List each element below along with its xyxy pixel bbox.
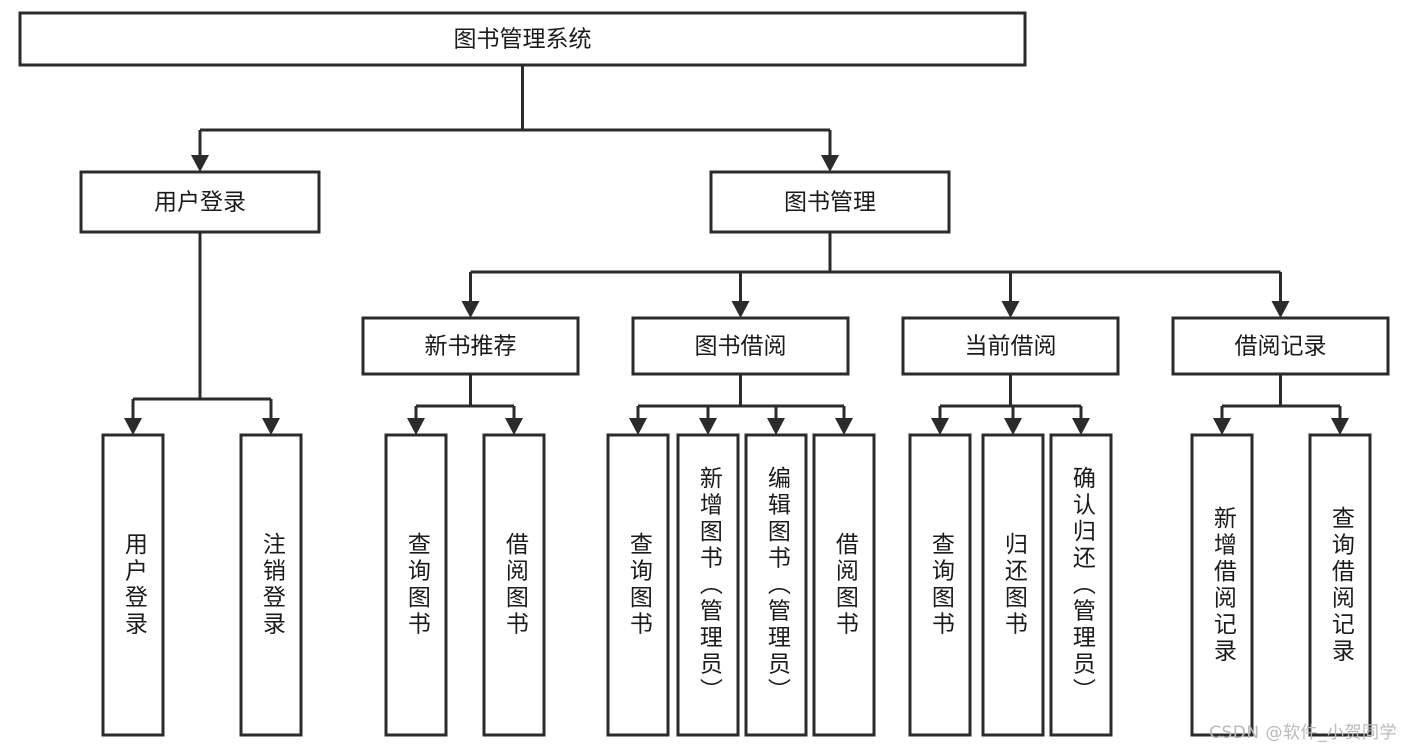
node-box-leaf-add-record[interactable]	[1190, 433, 1254, 737]
node-box-leaf-borrow-book-2[interactable]	[812, 433, 876, 737]
arrow-head	[699, 418, 717, 435]
arrow-head	[767, 418, 785, 435]
node-label-borrow-record: 借阅记录	[1235, 334, 1327, 360]
node-current-borrow[interactable]: 当前借阅	[901, 316, 1120, 376]
arrow-head	[629, 418, 647, 435]
node-label-new-book-recommend: 新书推荐	[425, 334, 517, 360]
node-borrow-record[interactable]: 借阅记录	[1171, 316, 1390, 376]
arrow-head	[931, 418, 949, 435]
arrow-head	[1004, 418, 1022, 435]
arrow-head	[1001, 301, 1020, 318]
node-box-leaf-edit-book[interactable]	[744, 433, 808, 737]
node-label-book-borrow: 图书借阅	[695, 334, 787, 360]
node-label-user-login: 用户登录	[154, 190, 246, 216]
arrow-head	[262, 418, 280, 435]
arrow-head	[1213, 418, 1231, 435]
node-box-book-borrow[interactable]	[631, 316, 850, 376]
arrow-head	[191, 155, 209, 172]
node-label-root: 图书管理系统	[454, 27, 592, 53]
arrow-head	[407, 418, 425, 435]
node-box-leaf-add-book[interactable]	[676, 433, 740, 737]
arrow-head	[1331, 418, 1349, 435]
arrow-head	[124, 418, 142, 435]
node-book-borrow[interactable]: 图书借阅	[631, 316, 850, 376]
node-box-leaf-return-book[interactable]	[981, 433, 1045, 737]
node-root[interactable]: 图书管理系统	[18, 11, 1027, 67]
arrow-head	[731, 301, 750, 318]
arrow-head	[821, 155, 839, 172]
node-user-login[interactable]: 用户登录	[79, 170, 321, 234]
node-box-leaf-query-book-2[interactable]	[606, 433, 670, 737]
arrow-head	[461, 301, 480, 318]
node-box-leaf-confirm-return[interactable]	[1049, 433, 1113, 737]
node-book-manage[interactable]: 图书管理	[709, 170, 951, 234]
node-box-new-book-recommend[interactable]	[361, 316, 580, 376]
arrow-head	[1072, 418, 1090, 435]
node-box-root[interactable]	[18, 11, 1027, 67]
arrow-head	[1271, 301, 1290, 318]
csdn-watermark: CSDN @软件_小贺同学	[1209, 723, 1397, 743]
node-box-leaf-borrow-book-1[interactable]	[482, 433, 546, 737]
node-box-user-login[interactable]	[79, 170, 321, 234]
arrow-head	[505, 418, 523, 435]
node-new-book-recommend[interactable]: 新书推荐	[361, 316, 580, 376]
connector-edges	[124, 65, 1349, 435]
node-box-borrow-record[interactable]	[1171, 316, 1390, 376]
node-box-leaf-query-record[interactable]	[1308, 433, 1372, 737]
node-box-book-manage[interactable]	[709, 170, 951, 234]
node-label-current-borrow: 当前借阅	[965, 334, 1057, 360]
node-box-leaf-query-book-3[interactable]	[908, 433, 972, 737]
node-box-leaf-logout[interactable]	[239, 433, 303, 737]
node-box-leaf-query-book-1[interactable]	[384, 433, 448, 737]
node-box-leaf-user-login[interactable]	[101, 433, 165, 737]
node-label-book-manage: 图书管理	[784, 190, 876, 216]
node-box-current-borrow[interactable]	[901, 316, 1120, 376]
arrow-head	[835, 418, 853, 435]
